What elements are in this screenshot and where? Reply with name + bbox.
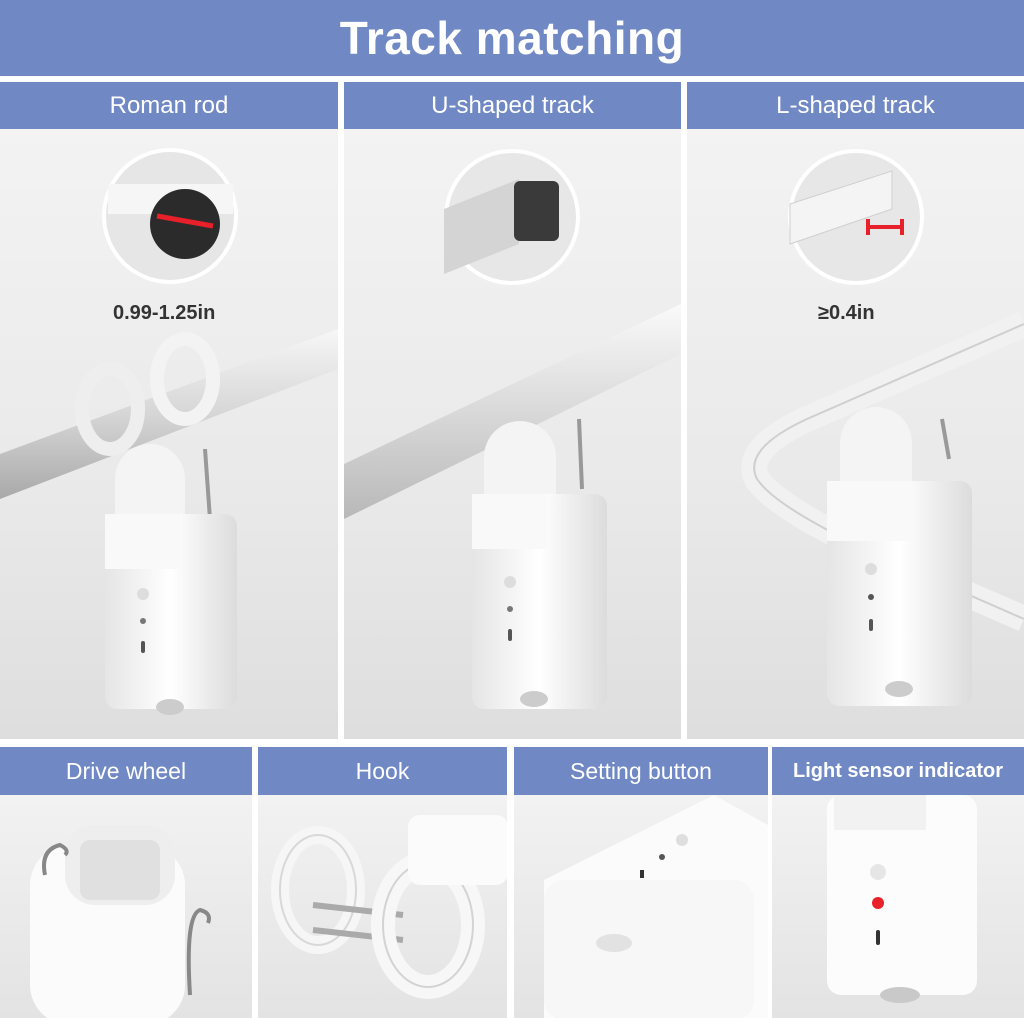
panel-l-shaped-track: ≥0.4in — [687, 129, 1024, 739]
l-track-inset — [788, 149, 924, 285]
rod-measurement: 0.99-1.25in — [113, 302, 216, 324]
curtain-motor — [472, 421, 607, 709]
panel-roman-rod: 0.99-1.25in — [0, 129, 338, 739]
header-u-shaped-track: U-shaped track — [344, 82, 681, 129]
panel-u-shaped-track — [344, 129, 681, 739]
header-hook: Hook — [258, 747, 507, 795]
l-track-measurement: ≥0.4in — [818, 302, 875, 324]
header-light-sensor-indicator: Light sensor indicator — [772, 747, 1024, 795]
curtain-motor — [105, 444, 237, 715]
light-sensor-closeup — [827, 795, 977, 1003]
panel-drive-wheel — [0, 795, 252, 1018]
header-roman-rod: Roman rod — [0, 82, 338, 129]
u-track-inset — [444, 149, 580, 285]
light-sensor-indicator — [872, 897, 884, 909]
header-l-shaped-track: L-shaped track — [687, 82, 1024, 129]
setting-button-closeup — [544, 795, 768, 1018]
rod-diameter-inset — [102, 148, 238, 284]
curtain-motor — [827, 407, 972, 706]
panel-hook — [258, 795, 507, 1018]
header-drive-wheel: Drive wheel — [0, 747, 252, 795]
header-setting-button: Setting button — [514, 747, 768, 795]
panel-setting-button — [514, 795, 768, 1018]
panel-light-sensor-indicator — [772, 795, 1024, 1018]
u-shaped-track — [344, 304, 681, 519]
setting-button — [676, 834, 688, 846]
hook — [271, 815, 507, 999]
page-title: Track matching — [0, 0, 1024, 76]
